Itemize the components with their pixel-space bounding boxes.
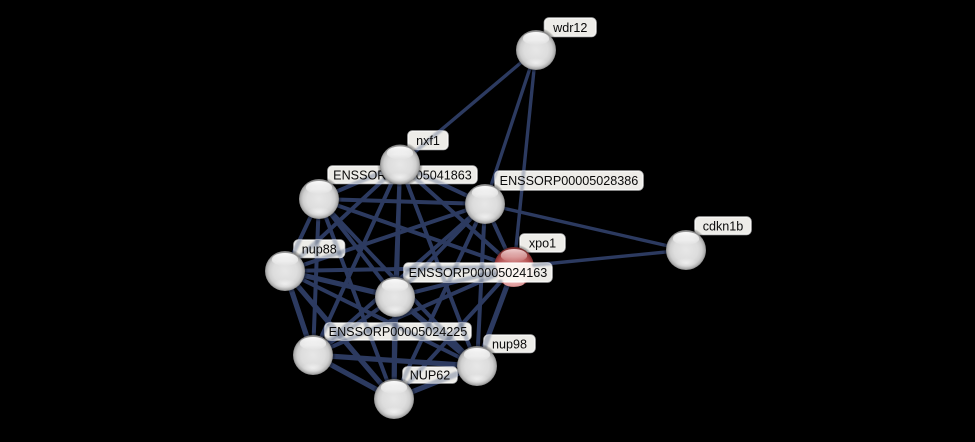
svg-text:ENSSORP00005028386: ENSSORP00005028386 <box>500 174 639 188</box>
svg-text:nxf1: nxf1 <box>416 134 440 148</box>
svg-text:xpo1: xpo1 <box>529 237 556 251</box>
svg-text:nup88: nup88 <box>302 242 337 256</box>
svg-text:ENSSORP00005024163: ENSSORP00005024163 <box>409 266 548 280</box>
svg-text:wdr12: wdr12 <box>552 21 587 35</box>
svg-text:ENSSORP00005024225: ENSSORP00005024225 <box>329 325 468 339</box>
svg-text:cdkn1b: cdkn1b <box>703 219 744 233</box>
svg-text:NUP62: NUP62 <box>410 369 451 383</box>
svg-text:nup98: nup98 <box>492 337 527 351</box>
